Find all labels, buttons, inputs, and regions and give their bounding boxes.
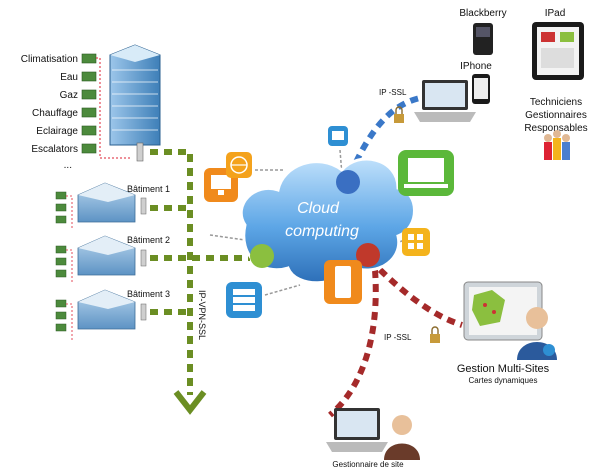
- server-tile-icon: [226, 282, 262, 318]
- building-3: Bâtiment 3: [55, 289, 170, 340]
- users-group-icon: [544, 130, 570, 160]
- tower-building-icon: [109, 44, 161, 146]
- system-label: ...: [64, 160, 72, 171]
- role-label: Responsables: [524, 123, 587, 134]
- role-label: Gestionnaires: [525, 110, 587, 121]
- email-tile-icon: [328, 126, 348, 146]
- gateway-icon: [140, 249, 147, 267]
- ipad-icon: [532, 22, 584, 80]
- vpn-label: IP-VPN-SSL: [197, 290, 207, 340]
- node-green: [250, 244, 274, 268]
- user-avatar-icon: [517, 307, 557, 360]
- multisite-subtitle: Cartes dynamiques: [469, 376, 538, 385]
- node-red: [356, 243, 380, 267]
- gateway-icon: [136, 142, 144, 162]
- cloud-title: Cloud: [297, 200, 340, 217]
- gateway-icon: [140, 197, 147, 215]
- down-arrow-icon: [173, 390, 207, 415]
- site-manager-laptop-icon: [326, 408, 388, 452]
- bus-line: [96, 57, 132, 159]
- site-manager-label: Gestionnaire de site: [332, 460, 404, 469]
- system-label: Chauffage: [32, 108, 78, 119]
- sensor-icons: [81, 53, 97, 154]
- red-link-site-manager: [328, 269, 379, 418]
- building-label: Bâtiment 3: [127, 289, 170, 299]
- multisite-title: Gestion Multi-Sites: [457, 363, 550, 375]
- system-label: Climatisation: [21, 54, 78, 65]
- lock-icon: [430, 326, 440, 343]
- system-label: Escalators: [31, 144, 78, 155]
- device-label-ipad: IPad: [545, 8, 566, 19]
- laptop-icon: [414, 80, 476, 122]
- system-label: Eau: [60, 72, 78, 83]
- phone-tile-icon: [324, 260, 362, 304]
- cloud-subtitle: computing: [285, 223, 359, 240]
- apps-tile-icon: [402, 228, 430, 256]
- node-blue: [336, 170, 360, 194]
- green-links: [150, 149, 250, 395]
- device-label-blackberry: Blackberry: [459, 8, 506, 19]
- system-label: Eclairage: [36, 126, 78, 137]
- building-label: Bâtiment 1: [127, 184, 170, 194]
- laptop-tile-icon: [398, 150, 454, 196]
- map-monitor-icon: [463, 281, 543, 341]
- building-2: Bâtiment 2: [55, 235, 170, 282]
- iphone-icon: [472, 74, 490, 104]
- systems-list: Climatisation Eau Gaz Chauffage Eclairag…: [21, 53, 132, 171]
- ssl-label-top: IP -SSL: [379, 88, 407, 97]
- building-label: Bâtiment 2: [127, 235, 170, 245]
- lock-icon: [394, 106, 404, 123]
- role-label: Techniciens: [530, 97, 582, 108]
- red-link-multisite: [367, 257, 463, 328]
- building-1: Bâtiment 1: [55, 182, 170, 228]
- system-label: Gaz: [60, 90, 78, 101]
- ssl-label-bottom: IP -SSL: [384, 333, 412, 342]
- device-label-iphone: IPhone: [460, 61, 492, 72]
- gateway-icon: [140, 303, 147, 321]
- user-avatar-icon: [384, 415, 420, 460]
- globe-tile-icon: [226, 152, 252, 178]
- blackberry-icon: [473, 23, 493, 55]
- link-tower: [150, 149, 193, 395]
